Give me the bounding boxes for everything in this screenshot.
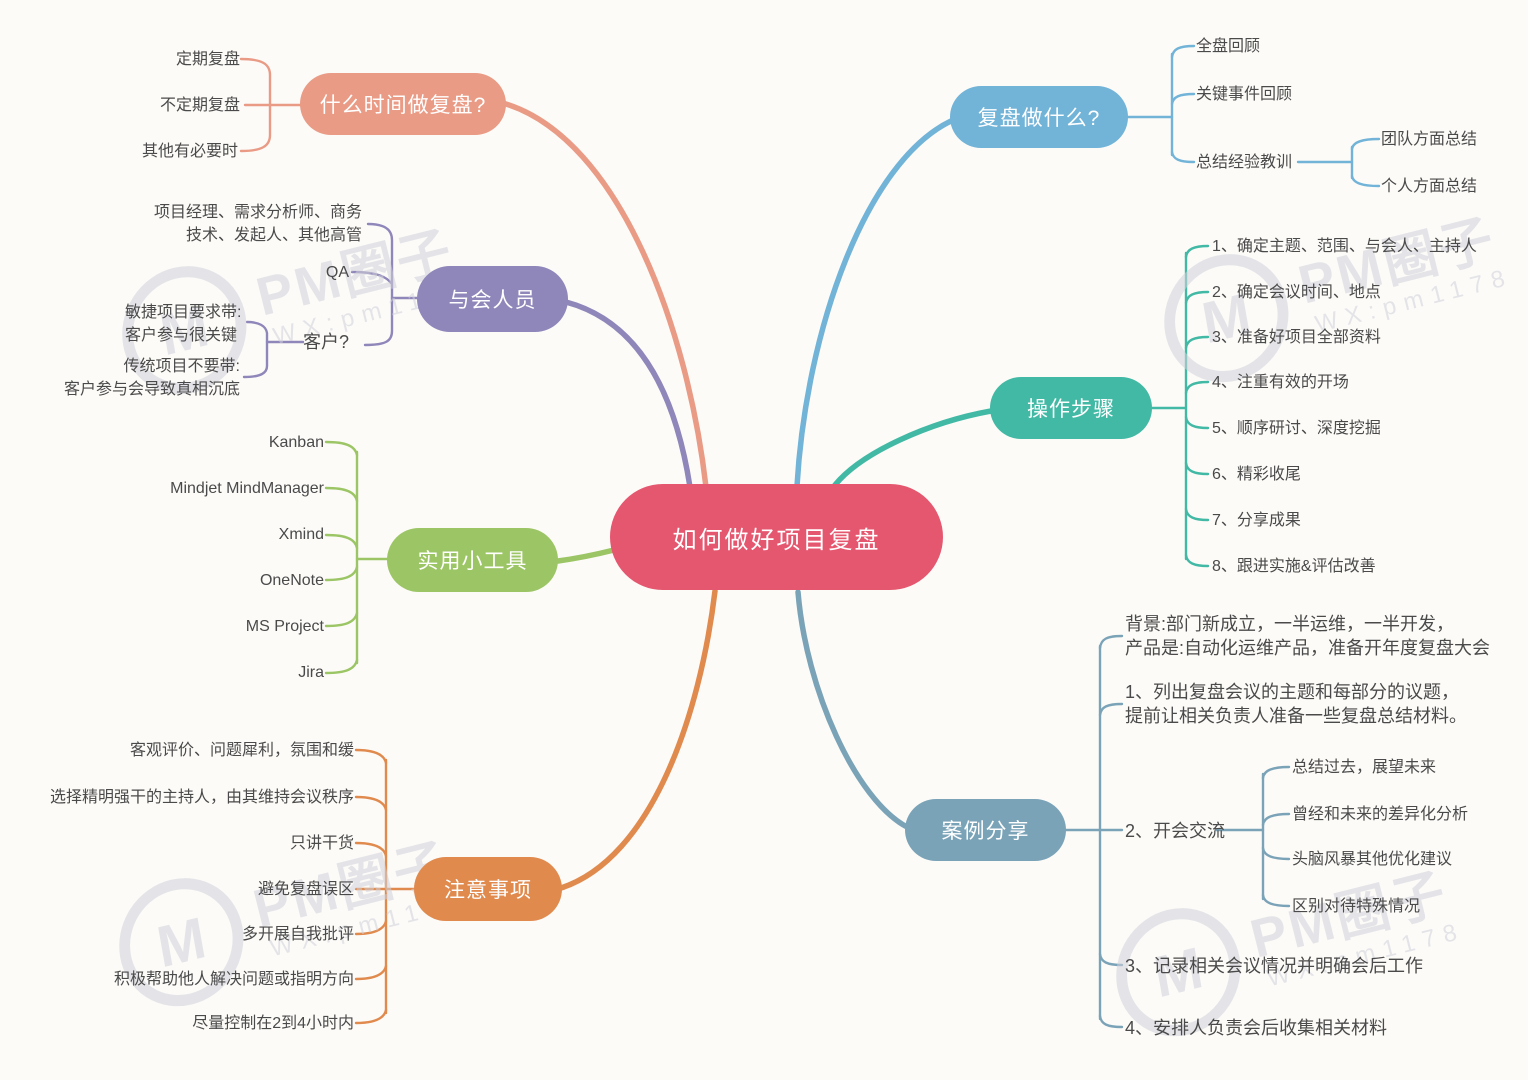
leaf-attendees-customer[interactable]: 客户?: [303, 332, 350, 352]
topic-tools[interactable]: 实用小工具: [387, 528, 558, 592]
pm-circle-logo-icon: M: [109, 864, 254, 1020]
bracket-steps: [1184, 461, 1210, 476]
bracket-notes: [354, 964, 388, 981]
leaf-step-7[interactable]: 7、分享成果: [1212, 512, 1301, 529]
leaf-case-meeting-1[interactable]: 曾经和未来的差异化分析: [1292, 806, 1469, 823]
bracket-case: [1098, 702, 1124, 717]
leaf-step-8[interactable]: 8、跟进实施&评估改善: [1212, 558, 1376, 575]
leaf-tool-mindjet[interactable]: Mindjet MindManager: [170, 480, 324, 497]
bracket-case: [1098, 952, 1124, 967]
bracket-case-meeting: [1261, 893, 1291, 908]
bracket-steps: [1184, 290, 1210, 305]
leaf-case-item4[interactable]: 4、安排人负责会后收集相关材料: [1125, 1018, 1388, 1038]
bracket-when: [239, 57, 272, 153]
leaf-case-background[interactable]: 背景:部门新成立，一半运维，一半开发， 产品是:自动化运维产品，准备开年度复盘大…: [1125, 614, 1490, 658]
connector-notes: [558, 588, 718, 891]
bracket-what-lessons: [1350, 137, 1381, 151]
bracket-steps: [1184, 507, 1210, 522]
topic-notes[interactable]: 注意事项: [414, 857, 562, 921]
bracket-what: [1170, 44, 1196, 59]
bracket-what: [1170, 150, 1196, 164]
leaf-tool-xmind[interactable]: Xmind: [278, 526, 324, 543]
leaf-case-meeting-0[interactable]: 总结过去，展望未来: [1292, 759, 1437, 776]
topic-steps[interactable]: 操作步骤: [990, 377, 1152, 439]
leaf-case-item3[interactable]: 3、记录相关会议情况并明确会后工作: [1125, 956, 1424, 976]
leaf-when-regular[interactable]: 定期复盘: [175, 51, 240, 68]
bracket-tools: [324, 565, 359, 582]
connector-case: [795, 589, 910, 830]
leaf-what-lessons[interactable]: 总结经验教训: [1196, 154, 1293, 171]
leaf-note-4[interactable]: 多开展自我批评: [241, 926, 354, 943]
leaf-note-3[interactable]: 避免复盘误区: [257, 881, 354, 898]
leaf-case-item2[interactable]: 2、开会交流: [1125, 821, 1226, 841]
leaf-step-1[interactable]: 1、确定主题、范围、与会人、主持人: [1212, 238, 1477, 255]
leaf-tool-onenote[interactable]: OneNote: [259, 572, 324, 589]
bracket-notes: [354, 841, 388, 858]
leaf-when-other[interactable]: 其他有必要时: [141, 143, 238, 160]
bracket-case-meeting: [1261, 765, 1291, 780]
leaf-case-meeting-3[interactable]: 区别对待特殊情况: [1292, 898, 1421, 915]
leaf-what-team-summary[interactable]: 团队方面总结: [1381, 131, 1478, 148]
bracket-what-lessons: [1350, 174, 1381, 188]
bracket-notes: [354, 748, 388, 765]
bracket-tools: [324, 658, 359, 675]
leaf-attendees-agile[interactable]: 敏捷项目要求带: 客户参与很关键: [125, 304, 242, 344]
bracket-steps: [1184, 380, 1210, 395]
bracket-case: [1098, 1014, 1124, 1029]
bracket-tools: [324, 440, 359, 457]
leaf-what-key-events[interactable]: 关键事件回顾: [1196, 86, 1293, 103]
bracket-case-meeting: [1261, 846, 1291, 861]
bracket-tools: [324, 486, 359, 503]
bracket-attendees: [350, 270, 393, 285]
leaf-case-item1[interactable]: 1、列出复盘会议的主题和每部分的议题， 提前让相关负责人准备一些复盘总结材料。: [1125, 682, 1467, 726]
bracket-tools: [324, 611, 359, 628]
connector-steps: [832, 408, 994, 488]
leaf-note-5[interactable]: 积极帮助他人解决问题或指明方向: [113, 971, 354, 988]
bracket-notes: [354, 919, 388, 936]
leaf-what-personal-summary[interactable]: 个人方面总结: [1381, 178, 1478, 195]
leaf-step-3[interactable]: 3、准备好项目全部资料: [1212, 329, 1381, 346]
bracket-steps: [1184, 553, 1210, 568]
leaf-what-full-review[interactable]: 全盘回顾: [1196, 38, 1261, 55]
leaf-step-6[interactable]: 6、精彩收尾: [1212, 466, 1301, 483]
leaf-step-2[interactable]: 2、确定会议时间、地点: [1212, 284, 1381, 301]
bracket-what: [1170, 92, 1196, 106]
bracket-notes: [354, 1008, 388, 1025]
leaf-tool-kanban[interactable]: Kanban: [268, 434, 324, 451]
bracket-notes: [354, 795, 388, 812]
leaf-attendees-traditional[interactable]: 传统项目不要带: 客户参与会导致真相沉底: [63, 358, 240, 398]
connector-tools: [555, 547, 617, 564]
leaf-attendees-members[interactable]: 项目经理、需求分析师、商务 技术、发起人、其他高管: [153, 204, 362, 244]
leaf-attendees-qa[interactable]: QA: [325, 264, 349, 281]
topic-attendees[interactable]: 与会人员: [417, 266, 568, 332]
bracket-steps: [1184, 415, 1210, 430]
bracket-attendees: [242, 320, 269, 379]
connector-attendees: [563, 299, 693, 490]
leaf-note-6[interactable]: 尽量控制在2到4小时内: [192, 1015, 354, 1032]
leaf-tool-msproject[interactable]: MS Project: [245, 618, 324, 635]
bracket-case: [1098, 634, 1124, 650]
bracket-case-meeting: [1261, 812, 1291, 827]
leaf-note-2[interactable]: 只讲干货: [289, 835, 354, 852]
leaf-step-5[interactable]: 5、顺序研讨、深度挖掘: [1212, 420, 1381, 437]
topic-what[interactable]: 复盘做什么?: [950, 86, 1128, 148]
bracket-attendees: [363, 222, 394, 347]
bracket-steps: [1184, 244, 1210, 259]
topic-case[interactable]: 案例分享: [905, 799, 1066, 861]
central-topic[interactable]: 如何做好项目复盘: [610, 484, 943, 590]
leaf-tool-jira[interactable]: Jira: [298, 664, 324, 681]
leaf-step-4[interactable]: 4、注重有效的开场: [1212, 374, 1349, 391]
leaf-case-meeting-2[interactable]: 头脑风暴其他优化建议: [1292, 851, 1453, 868]
topic-when[interactable]: 什么时间做复盘?: [300, 73, 506, 135]
leaf-note-1[interactable]: 选择精明强干的主持人，由其维持会议秩序: [49, 789, 354, 806]
leaf-when-irregular[interactable]: 不定期复盘: [159, 97, 240, 114]
connector-what: [794, 118, 954, 489]
bracket-steps: [1184, 335, 1210, 350]
bracket-tools: [324, 533, 359, 550]
leaf-note-0[interactable]: 客观评价、问题犀利，氛围和缓: [129, 742, 354, 759]
